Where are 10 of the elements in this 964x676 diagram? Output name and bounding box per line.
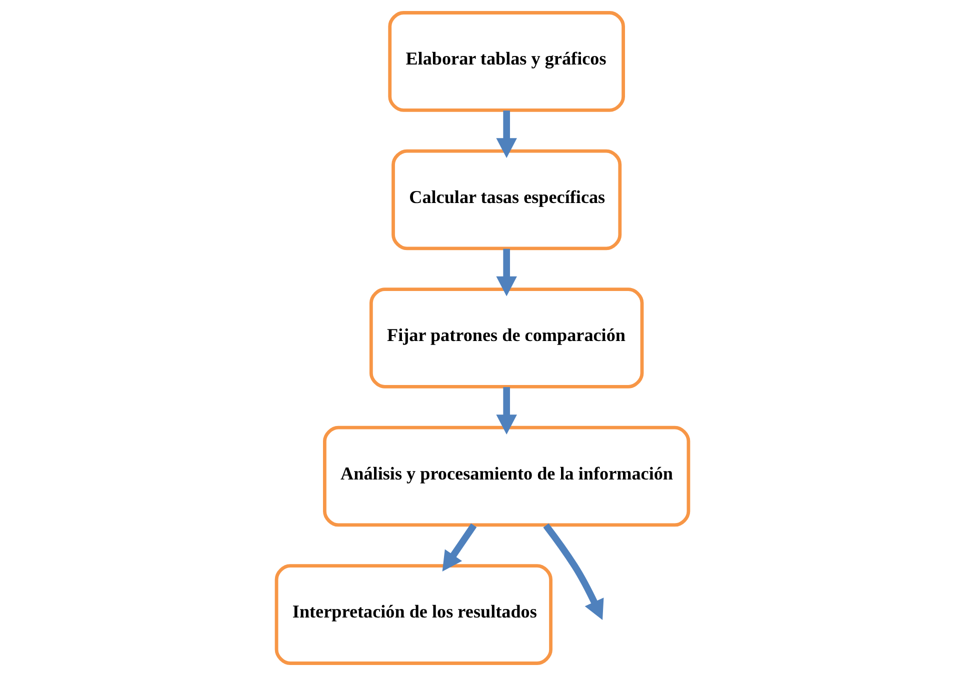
node-box: Elaborar tablas y gráficos [388, 11, 624, 112]
node-box: Calcular tasas específicas [391, 149, 622, 250]
arrow [442, 523, 476, 572]
arrow [542, 523, 604, 620]
arrow [496, 387, 516, 434]
node-box: Análisis y procesamiento de la información [322, 426, 690, 527]
node-box: Fijar patrones de comparación [368, 288, 644, 388]
arrow [496, 110, 516, 158]
node-box: Interpretación de los resultados [274, 564, 552, 665]
arrow [496, 248, 516, 296]
